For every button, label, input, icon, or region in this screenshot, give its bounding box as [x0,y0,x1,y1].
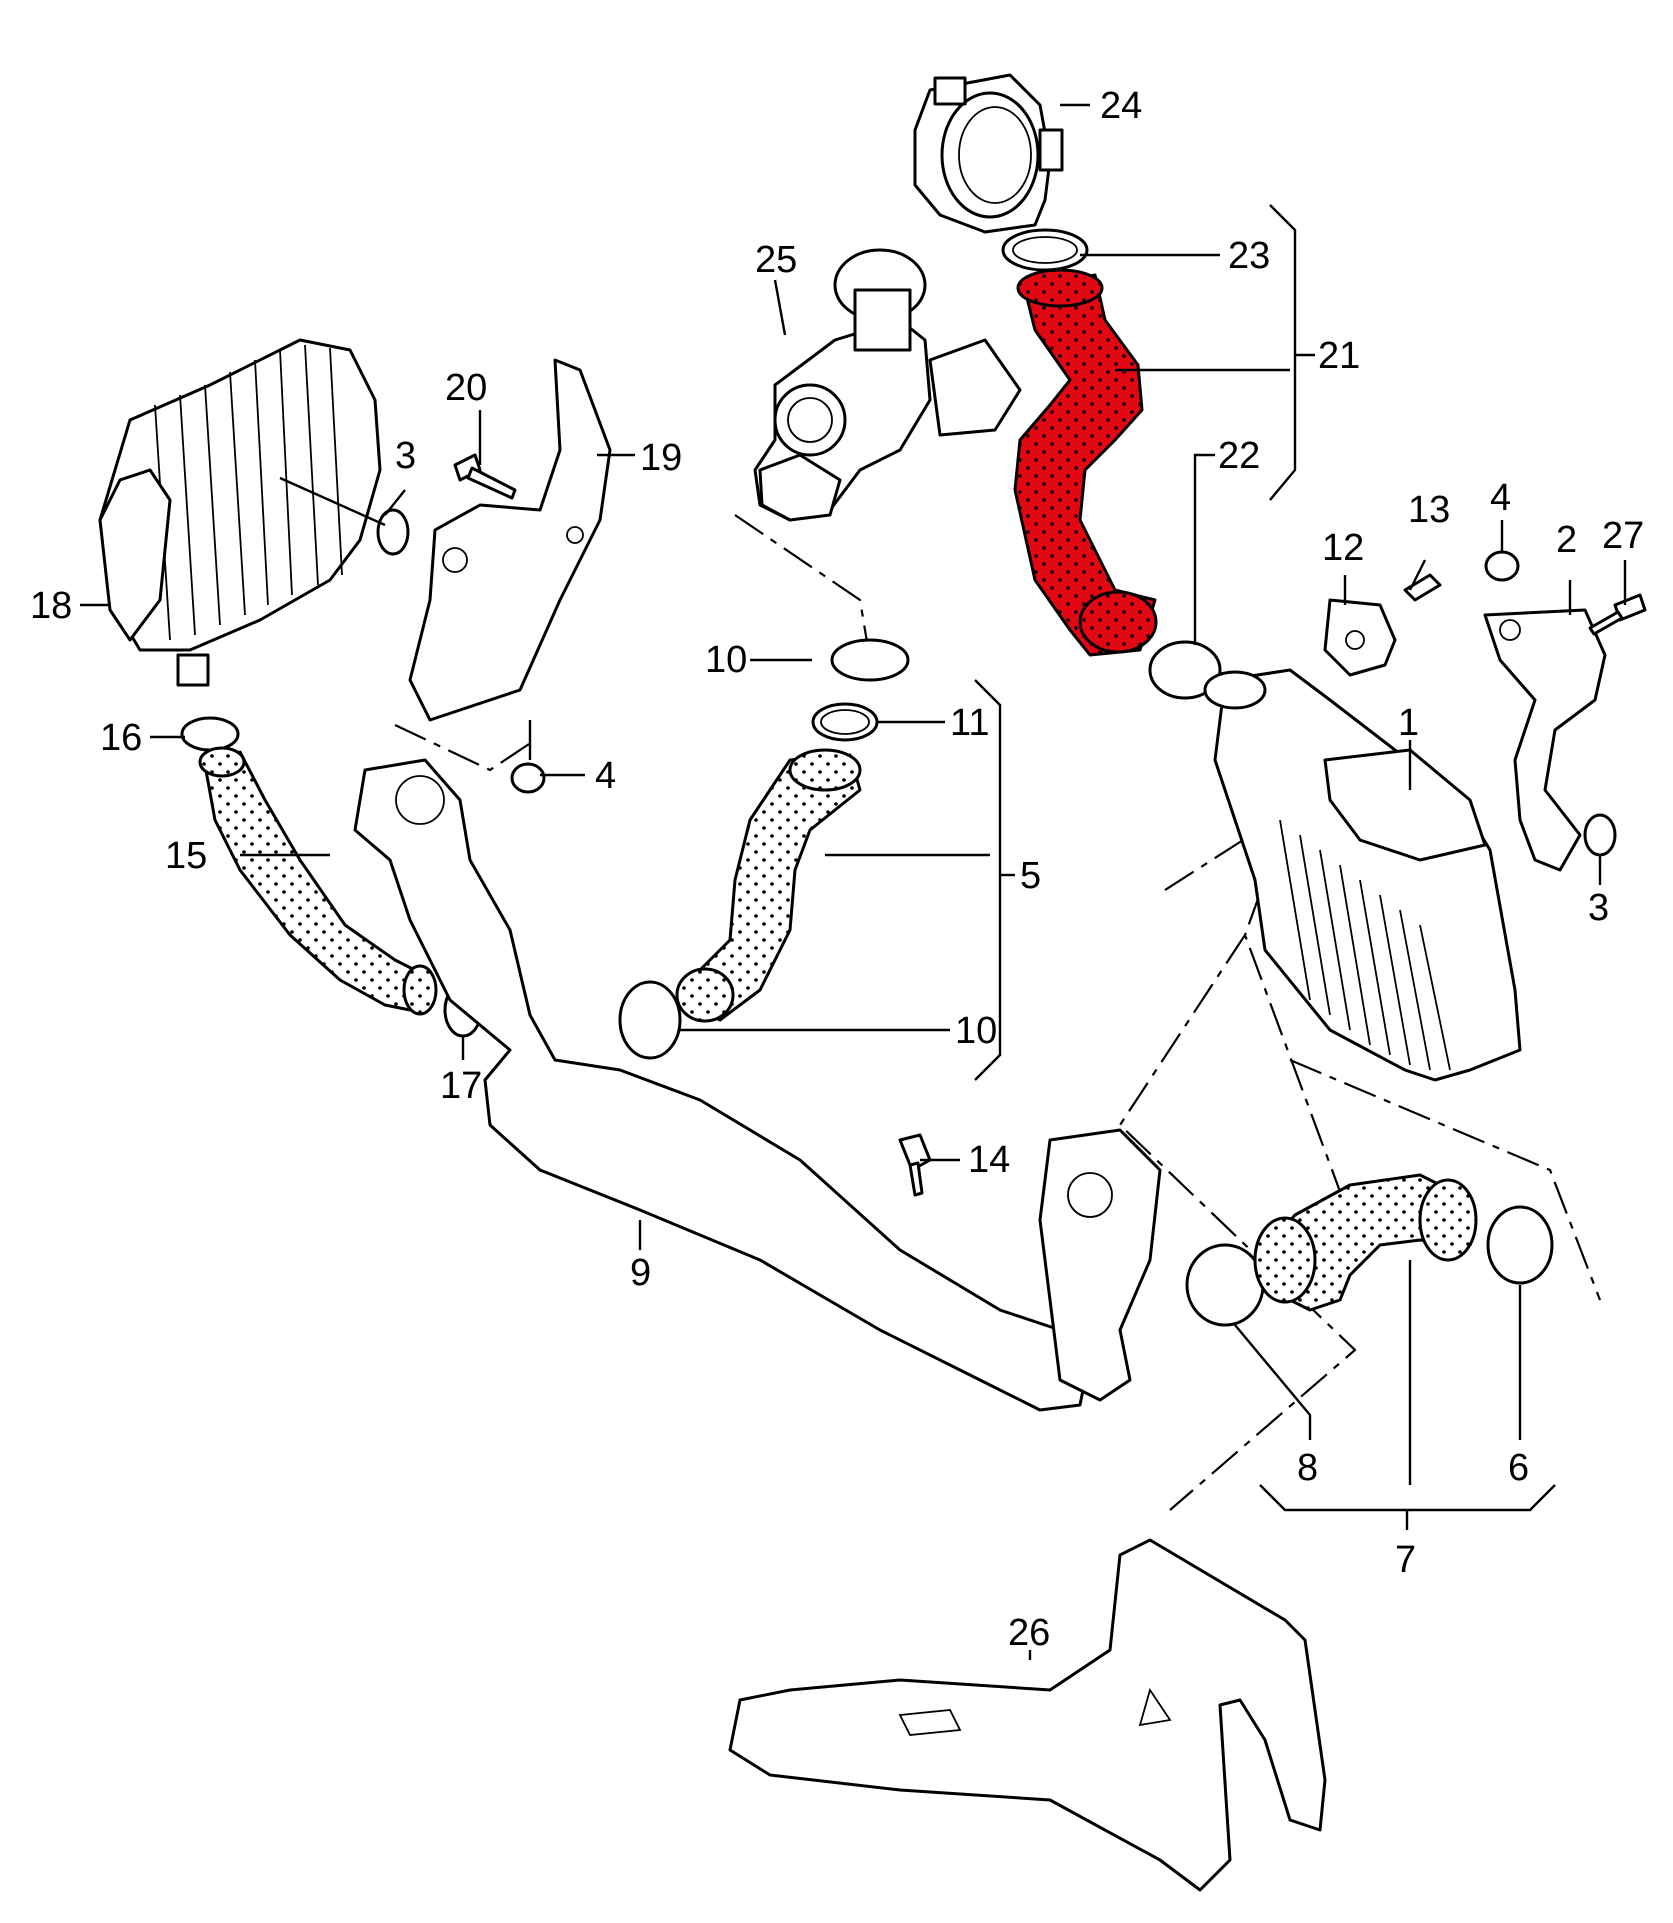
part-15-hose[interactable] [198,746,438,1016]
part-22-clamp[interactable] [1148,640,1222,700]
part-5-hose[interactable] [675,748,862,1023]
part-13-bolt[interactable] [1403,573,1442,602]
label-18: 18 [30,585,72,627]
part-10-clamp-lower[interactable] [618,980,682,1060]
part-25-turbocharger[interactable] [753,248,1022,522]
part-11-seal-ring[interactable] [811,702,879,742]
label-10-upper: 10 [705,639,747,681]
label-9: 9 [630,1252,651,1294]
part-14-bolt[interactable] [898,1133,932,1197]
label-7: 7 [1395,1539,1416,1581]
label-1: 1 [1398,702,1419,744]
leader-lines [80,103,1627,1660]
label-24: 24 [1100,85,1142,127]
part-18-air-filter[interactable] [98,338,382,687]
part-9-charge-air-pipe[interactable] [353,758,1162,1412]
part-2-bracket[interactable] [1483,608,1607,872]
label-6: 6 [1508,1447,1529,1489]
part-12-sensor[interactable] [1323,598,1397,677]
label-17: 17 [440,1065,482,1107]
label-16: 16 [100,717,142,759]
label-15: 15 [165,835,207,877]
label-27: 27 [1602,515,1644,557]
part-4-grommet-left[interactable] [510,762,546,794]
label-20: 20 [445,367,487,409]
part-4-grommet-right[interactable] [1484,550,1520,582]
label-11: 11 [950,702,989,744]
part-20-bolt[interactable] [453,453,517,500]
label-26: 26 [1008,1612,1050,1654]
label-4-left: 4 [595,755,616,797]
part-10-clamp-upper[interactable] [830,638,910,682]
label-13: 13 [1408,489,1450,531]
label-4-right: 4 [1490,477,1511,519]
part-26-air-duct[interactable] [728,1538,1327,1892]
part-24-throttle-body[interactable] [913,73,1064,234]
label-3-left: 3 [395,435,416,477]
part-labels: 24 23 21 22 25 20 19 3 18 16 15 17 10 11… [30,85,1644,1654]
label-2: 2 [1556,519,1577,561]
label-10-lower: 10 [955,1010,997,1052]
part-8-clamp[interactable] [1185,1243,1265,1327]
part-3-grommet-left[interactable] [279,476,410,556]
label-21: 21 [1318,335,1360,377]
label-3-right: 3 [1588,887,1609,929]
label-25: 25 [755,239,797,281]
label-19: 19 [640,437,682,479]
label-12: 12 [1322,527,1364,569]
part-19-bracket[interactable] [408,358,612,722]
part-23-gasket[interactable] [1001,228,1089,272]
label-23: 23 [1228,235,1270,277]
part-16-clamp[interactable] [180,716,240,752]
part-21-charge-air-hose[interactable] [1013,268,1158,657]
label-14: 14 [968,1139,1010,1181]
part-27-bolt[interactable] [1588,593,1647,636]
label-8: 8 [1297,1447,1318,1489]
part-3-grommet-right[interactable] [1583,813,1617,857]
part-6-clamp[interactable] [1486,1205,1554,1285]
group-brackets [974,204,1556,1530]
part-7-hose[interactable] [1253,1173,1478,1312]
part-1-intercooler[interactable] [1203,668,1522,1082]
label-22: 22 [1218,435,1260,477]
label-5: 5 [1020,855,1041,897]
